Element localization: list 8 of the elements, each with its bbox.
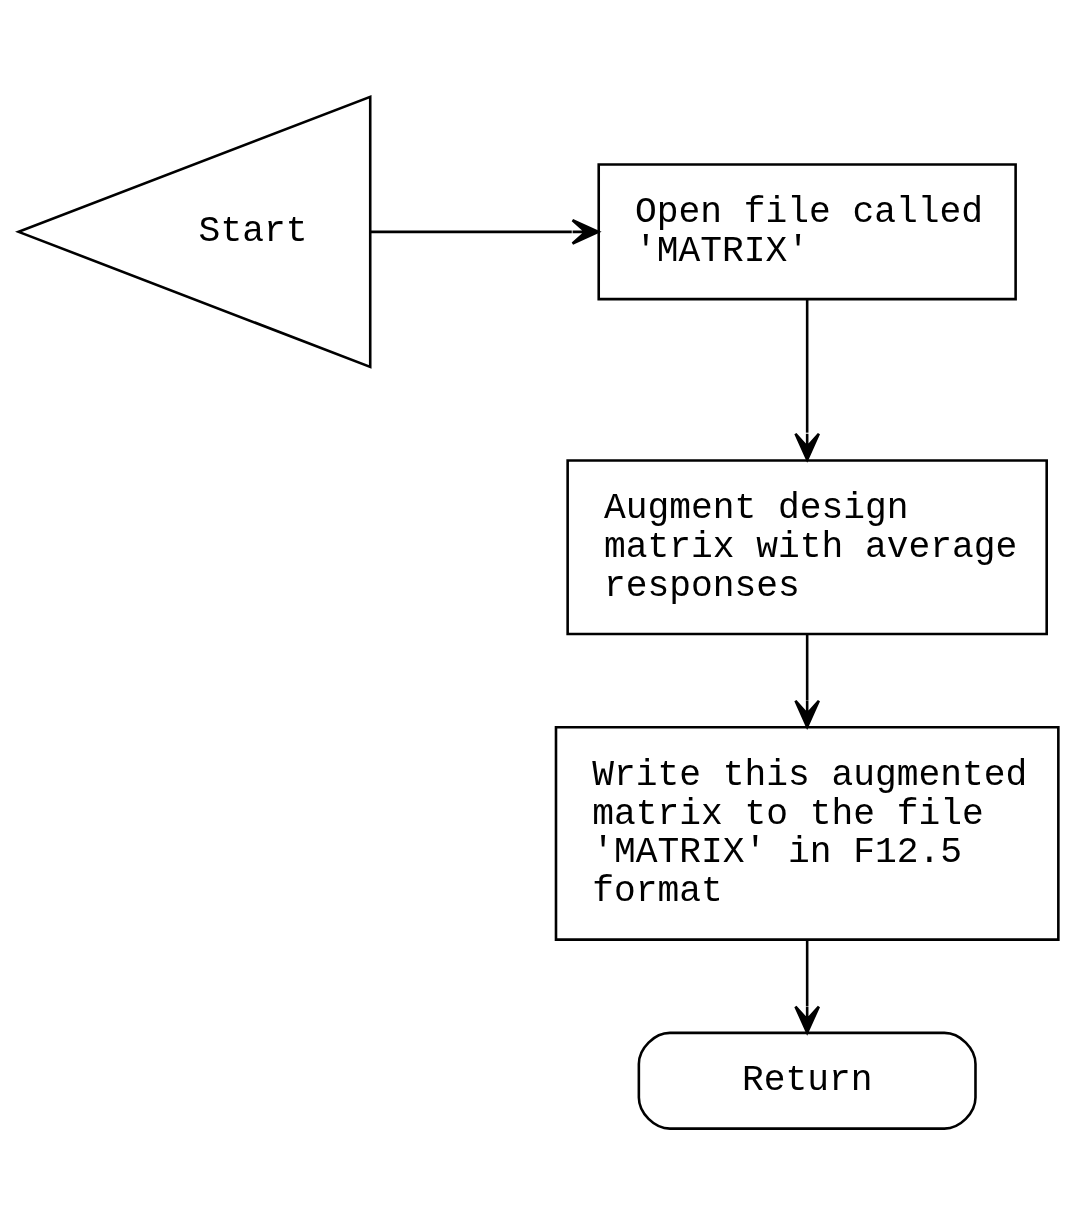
arrow <box>794 939 821 1034</box>
arrow <box>794 298 821 461</box>
node-box: Return <box>637 1031 977 1130</box>
arrow <box>794 633 821 728</box>
node-box: Open file called 'MATRIX' <box>597 162 1017 300</box>
node-box: Write this augmented matrix to the file 'MATRIX' in F12.5 format <box>554 725 1060 941</box>
arrow <box>371 218 600 245</box>
node-box: Augment design matrix with average responses <box>566 458 1048 635</box>
